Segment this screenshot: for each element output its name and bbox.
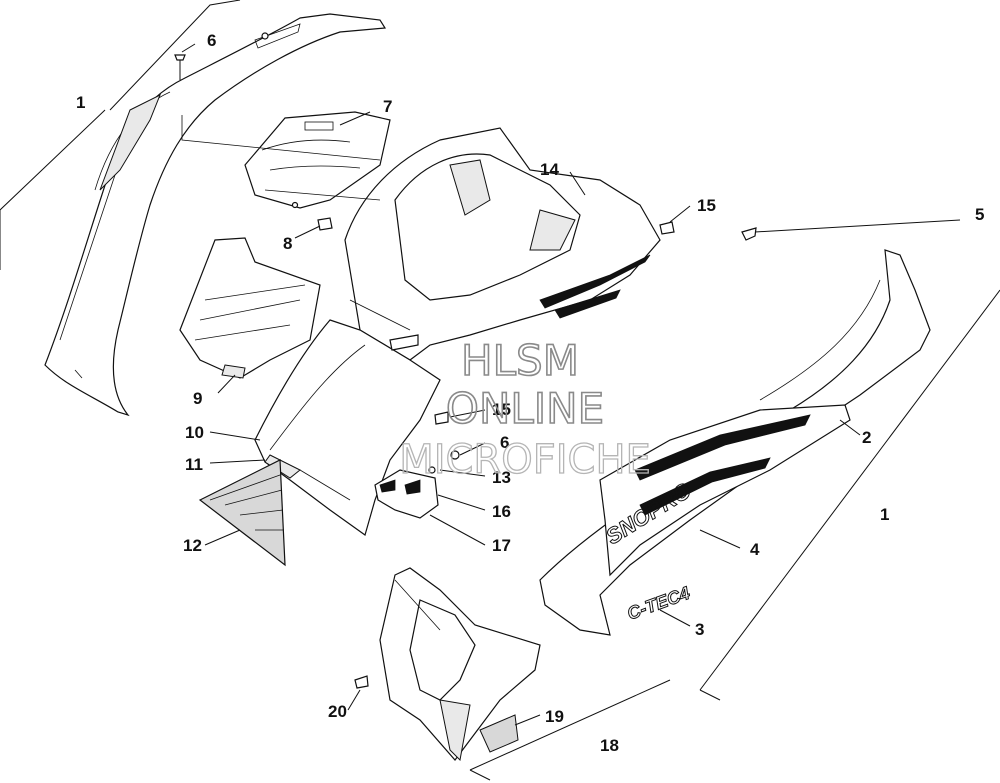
callout-5: 5 (975, 205, 984, 224)
watermark-line-3: MICROFICHE (399, 437, 651, 483)
callout-9: 9 (193, 389, 202, 408)
callout-11: 11 (185, 455, 203, 474)
decal-engine-text: C-TEC4 (625, 583, 693, 624)
callout-16: 16 (492, 502, 511, 521)
part-19-small-screen (479, 714, 519, 753)
part-7-windshield-insert (244, 111, 391, 209)
part-1-upper-hood-panel (44, 13, 387, 417)
callout-2: 2 (862, 428, 871, 447)
callout-1-left: 1 (76, 93, 85, 112)
callout-20: 20 (328, 702, 347, 721)
part-12-mesh-screen (198, 459, 286, 567)
callout-1-right: 1 (880, 505, 889, 524)
callout-13: 13 (492, 468, 511, 487)
callout-17: 17 (492, 536, 511, 555)
callout-8: 8 (283, 234, 292, 253)
callout-15-right: 15 (697, 196, 716, 215)
part-2-side-panel: SNOPRO C-TEC4 (539, 249, 931, 636)
callout-18: 18 (600, 736, 619, 755)
part-16-17-brackets (374, 469, 439, 519)
callout-7: 7 (383, 97, 392, 116)
watermark: HLSM ONLINE MICROFICHE (399, 335, 652, 483)
callout-12: 12 (183, 536, 202, 555)
callout-6-top: 6 (207, 31, 216, 50)
callout-19: 19 (545, 707, 564, 726)
part-9-vent-grille (179, 237, 321, 379)
callout-4: 4 (750, 540, 760, 559)
part-18-lower-panel (379, 567, 541, 762)
callout-15-mid: 15 (492, 400, 511, 419)
callout-14: 14 (540, 160, 559, 179)
callout-10: 10 (185, 423, 204, 442)
callout-3: 3 (695, 620, 704, 639)
watermark-line-1: HLSM (461, 336, 579, 385)
callout-labels: 1 1 2 3 4 5 6 6 7 8 9 10 11 12 13 14 15 … (76, 31, 984, 755)
watermark-line-2: ONLINE (446, 384, 604, 433)
part-10-nose-pan (254, 127, 661, 536)
callout-6-mid: 6 (500, 433, 509, 452)
leader-lines (181, 43, 961, 726)
